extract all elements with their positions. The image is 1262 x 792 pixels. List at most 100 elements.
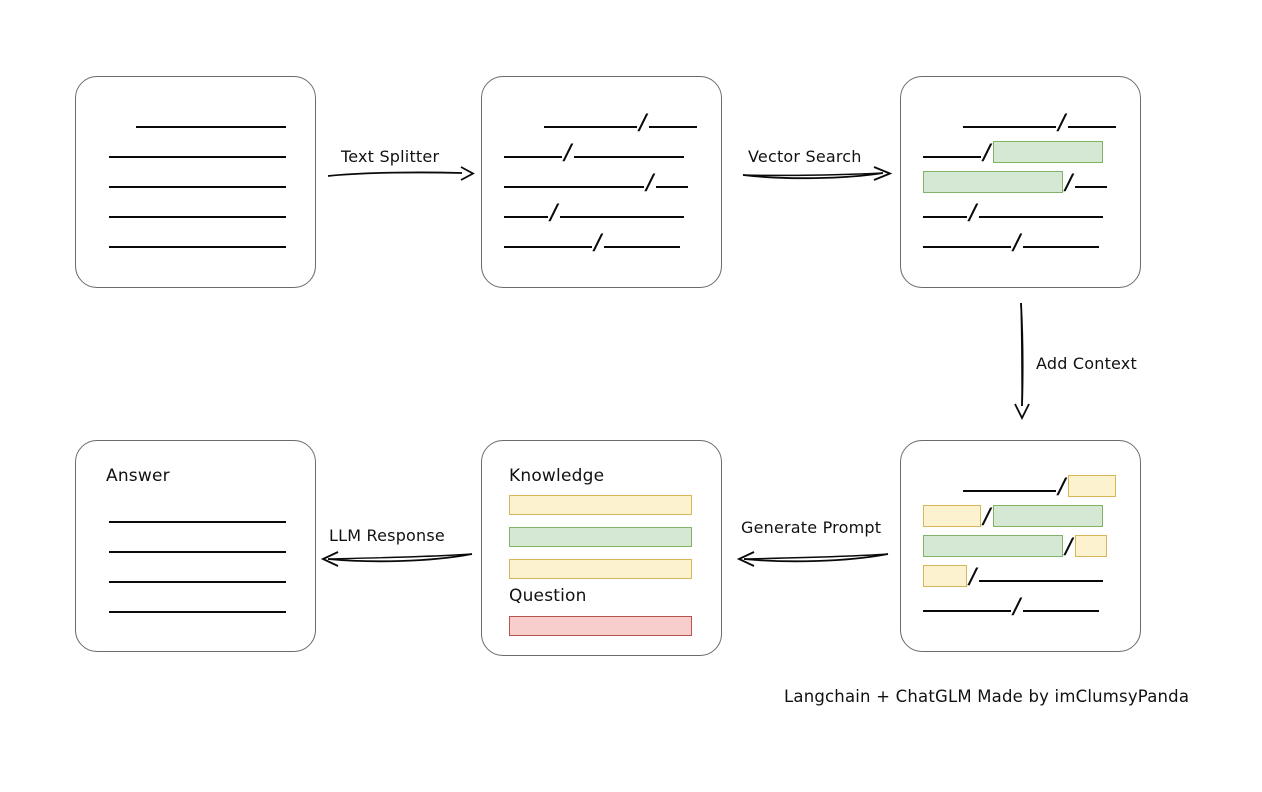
edge-label-text-splitter: Text Splitter [341, 147, 440, 166]
document-line [109, 141, 286, 163]
matched-chunk-highlight [923, 171, 1063, 193]
slash-separator: / [550, 198, 558, 224]
arrow-left-icon [736, 551, 889, 567]
question-label: Question [509, 586, 587, 606]
chunk-line: / [504, 141, 684, 163]
slash-separator: / [646, 168, 654, 194]
diagram-caption: Langchain + ChatGLM Made by imClumsyPand… [784, 687, 1190, 706]
knowledge-bar-yellow-1 [509, 495, 692, 515]
node-vector-matched-chunks[interactable]: / / / / / [900, 76, 1141, 288]
node-context-chunks[interactable]: / / / / / [900, 440, 1141, 652]
slash-separator: / [1013, 228, 1021, 254]
slash-separator: / [564, 138, 572, 164]
text-line-segment [923, 215, 967, 218]
text-line-segment [648, 125, 697, 128]
slash-separator: / [983, 138, 991, 164]
text-line-segment [109, 580, 286, 583]
edge-add-context [1006, 300, 1046, 421]
text-line-segment [544, 125, 637, 128]
node-answer[interactable]: Answer [75, 440, 316, 652]
arrow-right-icon [327, 166, 475, 181]
document-line [136, 111, 286, 133]
text-line-segment [136, 125, 286, 128]
text-line-segment [504, 185, 644, 188]
node-split-chunks[interactable]: / / / / / [481, 76, 722, 288]
matched-chunk-highlight [992, 141, 1103, 163]
text-line-segment [1067, 125, 1116, 128]
context-chunk-highlight [923, 505, 981, 527]
context-chunk-highlight [1067, 475, 1116, 497]
text-line-segment [109, 155, 286, 158]
node-source-document[interactable] [75, 76, 316, 288]
text-line-segment [109, 520, 286, 523]
text-line-segment [1022, 609, 1099, 612]
chunk-line: / [963, 475, 1116, 497]
chunk-line: / [544, 111, 697, 133]
chunk-line: / [923, 171, 1107, 193]
context-chunk-highlight [923, 565, 967, 587]
answer-line [109, 566, 286, 588]
answer-line [109, 536, 286, 558]
slash-separator: / [1065, 168, 1073, 194]
question-bar-red [509, 616, 692, 636]
text-line-segment [978, 579, 1103, 582]
slash-separator: / [1065, 532, 1073, 558]
document-line [109, 231, 286, 253]
text-line-segment [109, 245, 286, 248]
chunk-line: / [504, 171, 688, 193]
text-line-segment [603, 245, 680, 248]
chunk-line: / [923, 505, 1103, 527]
arrow-right-icon [742, 166, 893, 181]
chunk-line: / [963, 111, 1116, 133]
slash-separator: / [1013, 592, 1021, 618]
edge-label-llm-response: LLM Response [329, 526, 445, 545]
text-line-segment [559, 215, 684, 218]
matched-chunk-highlight [992, 505, 1103, 527]
text-line-segment [963, 125, 1056, 128]
chunk-line: / [923, 141, 1103, 163]
text-line-segment [504, 155, 562, 158]
chunk-line: / [504, 231, 680, 253]
text-line-segment [1074, 185, 1107, 188]
document-line [109, 171, 286, 193]
text-line-segment [978, 215, 1103, 218]
text-line-segment [655, 185, 688, 188]
slash-separator: / [594, 228, 602, 254]
chunk-line: / [923, 231, 1099, 253]
chunk-line: / [923, 595, 1099, 617]
node-prompt[interactable]: Knowledge Question [481, 440, 722, 656]
edge-generate-prompt [736, 545, 891, 573]
knowledge-label: Knowledge [509, 466, 605, 486]
slash-separator: / [639, 108, 647, 134]
text-line-segment [109, 610, 286, 613]
slash-separator: / [1058, 108, 1066, 134]
answer-title: Answer [106, 466, 170, 486]
matched-chunk-highlight [923, 535, 1063, 557]
text-line-segment [109, 215, 286, 218]
slash-separator: / [969, 198, 977, 224]
edge-label-generate-prompt: Generate Prompt [741, 518, 882, 537]
text-line-segment [1022, 245, 1099, 248]
chunk-line: / [923, 535, 1107, 557]
chunk-line: / [923, 201, 1103, 223]
slash-separator: / [1058, 472, 1066, 498]
text-line-segment [504, 215, 548, 218]
text-line-segment [923, 245, 1011, 248]
edge-label-add-context: Add Context [1036, 354, 1137, 373]
text-line-segment [109, 185, 286, 188]
edge-vector-search [740, 158, 893, 188]
text-line-segment [109, 550, 286, 553]
text-line-segment [923, 609, 1011, 612]
knowledge-bar-green-1 [509, 527, 692, 547]
document-line [109, 201, 286, 223]
slash-separator: / [983, 502, 991, 528]
answer-line [109, 506, 286, 528]
edge-text-splitter [325, 158, 475, 188]
edge-label-vector-search: Vector Search [748, 147, 862, 166]
arrow-down-icon [1014, 302, 1030, 421]
context-chunk-highlight [1074, 535, 1107, 557]
answer-line [109, 596, 286, 618]
edge-llm-response [320, 545, 475, 573]
knowledge-bar-yellow-2 [509, 559, 692, 579]
